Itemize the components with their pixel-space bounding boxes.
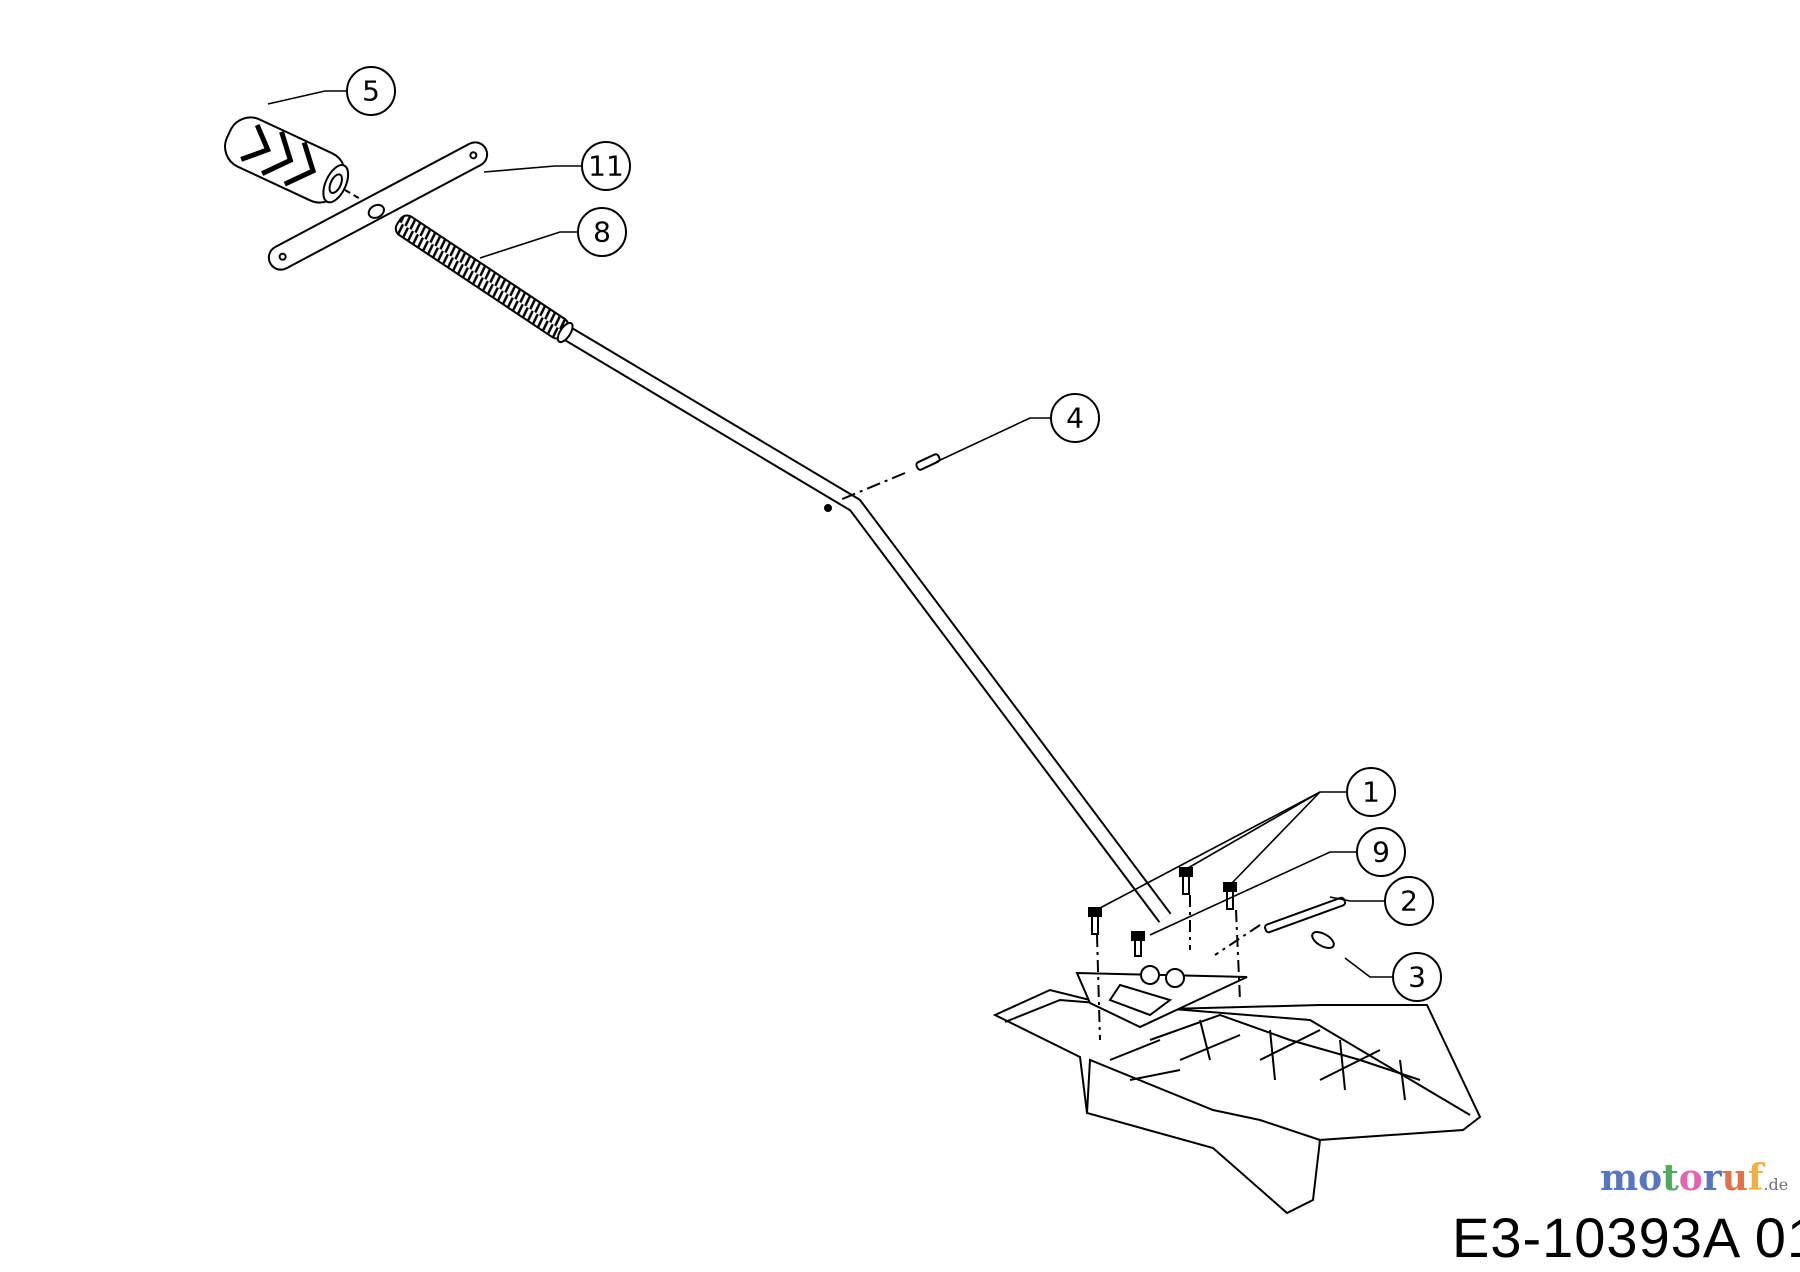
lever-base [992, 965, 1482, 1215]
callout-label: 8 [593, 216, 611, 249]
screw [1131, 931, 1145, 957]
callout-label: 4 [1066, 402, 1084, 435]
centerlines [1096, 895, 1261, 1041]
centerline [344, 189, 363, 201]
callout-label: 2 [1400, 885, 1418, 918]
watermark-letter: o [1678, 1157, 1703, 1199]
callout-5: 5 [346, 66, 396, 116]
hair-clip [1311, 931, 1335, 949]
callout-label: 1 [1362, 776, 1380, 809]
callout-4: 4 [1050, 393, 1100, 443]
watermark-suffix: .de [1763, 1175, 1789, 1194]
handle-bar [267, 141, 489, 271]
callout-label: 5 [362, 75, 380, 108]
screw [1088, 907, 1102, 935]
watermark-letter: f [1747, 1157, 1764, 1199]
callouts: 5 11 8 4 1 9 2 3 [346, 66, 1442, 1002]
callout-3: 3 [1392, 952, 1442, 1002]
spring [394, 214, 574, 344]
callout-8: 8 [577, 207, 627, 257]
drawing-code: E3-10393A 01 [1452, 1206, 1800, 1269]
watermark-letter: r [1702, 1157, 1722, 1199]
screw [1179, 867, 1193, 895]
callout-1: 1 [1346, 767, 1396, 817]
watermark-letter: u [1721, 1157, 1748, 1199]
clevis-pin [1264, 896, 1346, 934]
callout-2: 2 [1384, 876, 1434, 926]
watermark-letter: o [1638, 1157, 1663, 1199]
callout-label: 3 [1408, 961, 1426, 994]
callout-label: 9 [1372, 836, 1390, 869]
callout-11: 11 [581, 141, 631, 191]
pin [915, 453, 941, 471]
watermark-letter: t [1662, 1157, 1679, 1199]
centerline [839, 472, 906, 501]
watermark-logo: motoruf.de [1600, 1156, 1788, 1207]
callout-label: 11 [588, 150, 624, 183]
callout-9: 9 [1356, 827, 1406, 877]
watermark-text: motoruf [1600, 1157, 1763, 1199]
handle-grip [224, 116, 350, 204]
watermark-letter: m [1600, 1157, 1639, 1199]
leader-lines [267, 90, 1393, 978]
